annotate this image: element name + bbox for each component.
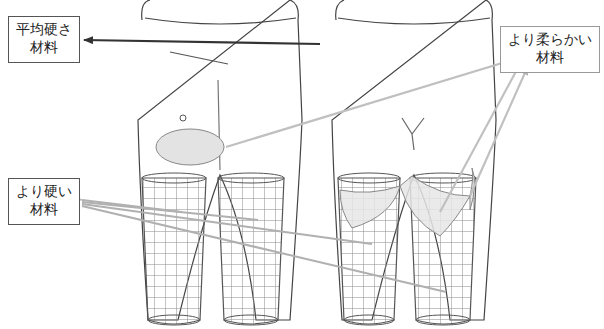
material-box: より硬い 材料 xyxy=(8,178,80,225)
hip-pad xyxy=(156,129,224,165)
material-label: より硬い 材料 xyxy=(16,183,72,218)
leader-arrows xyxy=(82,40,528,292)
crotch-pads xyxy=(340,168,475,236)
material-box: 平均硬さ 材料 xyxy=(8,16,80,63)
material-label: 平均硬さ 材料 xyxy=(16,21,72,56)
material-box: より柔らかい 材料 xyxy=(500,26,600,73)
material-label: より柔らかい 材料 xyxy=(508,31,592,66)
mark xyxy=(180,115,186,121)
front-legs xyxy=(338,173,476,325)
